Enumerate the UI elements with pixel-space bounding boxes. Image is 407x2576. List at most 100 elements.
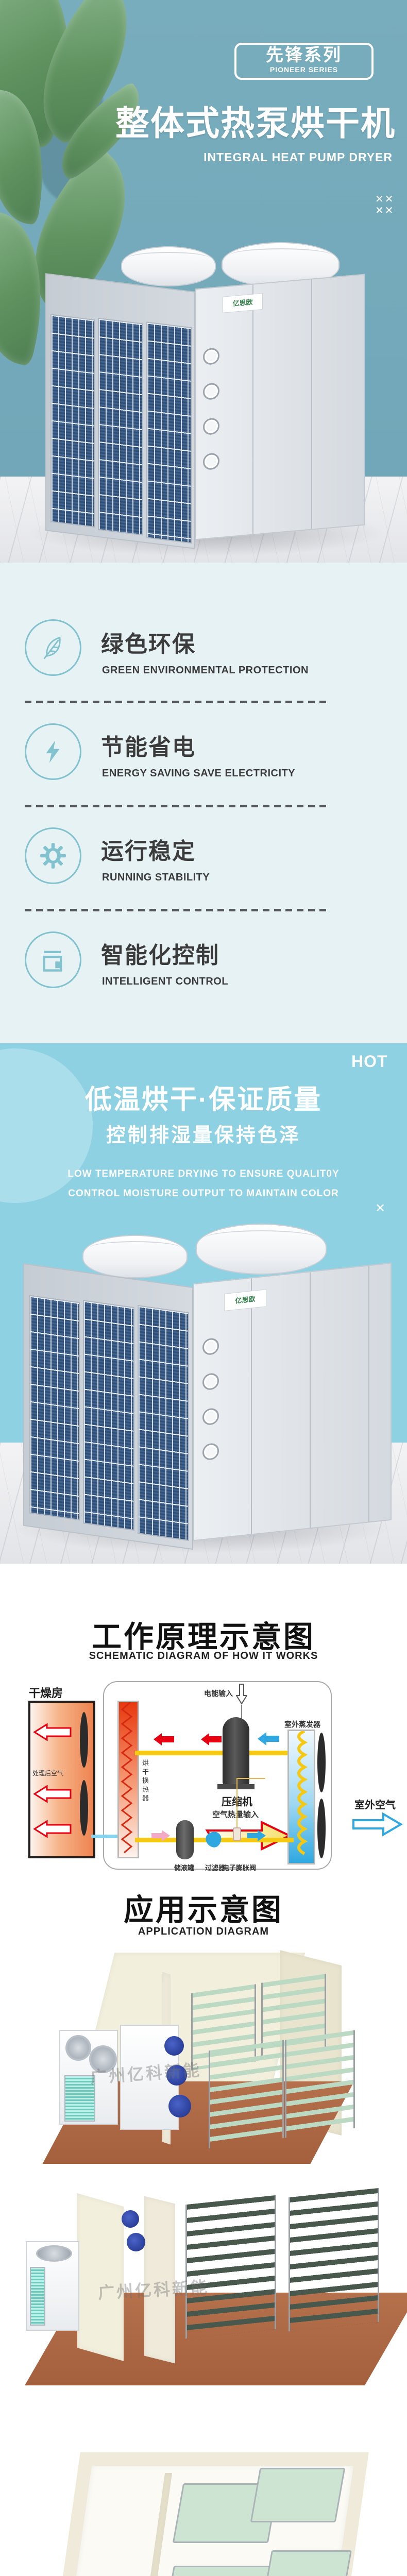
machine-coil-face: [23, 1263, 193, 1550]
feature-title: 绿色环保: [101, 632, 196, 657]
air-duct-box: [120, 2025, 191, 2130]
coil-grille: [50, 314, 95, 528]
application-render-side-room: 广州亿科新能: [21, 2188, 407, 2416]
blue-arrow-left-solid: [258, 1732, 279, 1745]
dry-room-label: 干燥房: [29, 1687, 63, 1700]
blue-arrow-right-outline: [352, 1812, 403, 1837]
pressure-gauge: [202, 1337, 219, 1356]
treated-air-label: 处理后空气: [32, 1770, 64, 1777]
coil-grille: [146, 321, 192, 544]
filter-label: 过滤器: [205, 1864, 226, 1872]
series-badge-title: 先锋系列: [266, 45, 342, 65]
principle-title: 工作原理示意图: [91, 1620, 315, 1654]
compressor-base: [217, 1784, 255, 1789]
coil-grille: [138, 1305, 189, 1541]
promo-title: 低温烘干·保证质量: [84, 1085, 323, 1115]
feature-subtitle: ENERGY SAVING SAVE ELECTRICITY: [102, 768, 296, 779]
room-left-wall: [77, 2193, 124, 2361]
air-heat-input-label: 空气热量输入: [212, 1810, 259, 1819]
application-render-topdown-room: [38, 2452, 369, 2576]
heat-pump-unit: [26, 2241, 79, 2331]
brand-logo-text: 亿思欧: [235, 1295, 256, 1305]
unit-fan-top: [36, 2245, 72, 2262]
page-subtitle: INTEGRAL HEAT PUMP DRYER: [204, 150, 393, 164]
feature-subtitle: RUNNING STABILITY: [102, 872, 210, 883]
principle-section: 工作原理示意图 SCHEMATIC DIAGRAM OF HOW IT WORK…: [0, 1564, 407, 1880]
capillary-line-h: [236, 1778, 265, 1779]
brand-logo-plate: 亿思欧: [223, 293, 263, 313]
duct-fan: [164, 2036, 184, 2056]
pressure-gauge: [202, 1407, 219, 1426]
product-photo-heat-pump-front: 亿思欧: [0, 242, 407, 563]
principle-diagram: 干燥房 处理后空气 烘干换热器 电能输入 压缩机 空气热量输入: [0, 1677, 407, 1880]
principle-subtitle: SCHEMATIC DIAGRAM OF HOW IT WORKS: [89, 1650, 318, 1662]
coil-grille: [83, 1300, 134, 1531]
tray-rack: [185, 2195, 276, 2339]
heat-exchanger-label: 烘干换热器: [141, 1759, 149, 1803]
power-input-label: 电能输入: [204, 1689, 233, 1698]
decor-x-marks: ✕✕ ✕✕: [375, 194, 395, 216]
dry-room-box: 处理后空气: [28, 1701, 95, 1858]
pressure-gauge: [202, 1442, 219, 1461]
machine-fan-cylinder: [82, 1235, 188, 1278]
machine-panel-face: 亿思欧: [193, 1262, 392, 1541]
brand-logo-text: 亿思欧: [232, 298, 253, 308]
receiver-label: 储液罐: [174, 1864, 195, 1872]
compressor-body: [223, 1717, 249, 1785]
pressure-gauge: [203, 417, 219, 436]
down-arrow: [236, 1684, 247, 1705]
promo-en-line2: CONTROL MOISTURE OUTPUT TO MAINTAIN COLO…: [68, 1188, 339, 1199]
tray-rack: [285, 2030, 355, 2138]
fan-blade: [80, 1712, 88, 1768]
brand-logo-plate: 亿思欧: [224, 1289, 266, 1311]
promo-section: 亿思欧: [0, 1043, 407, 1564]
hero-section: 先锋系列 PIONEER SERIES 整体式热泵烘干机 INTEGRAL HE…: [0, 0, 407, 563]
red-arrow-left: [33, 1723, 72, 1741]
blue-arrow-right-solid: [247, 1830, 266, 1841]
dashed-divider: [25, 805, 330, 807]
heat-pump-unit: [59, 2030, 118, 2125]
capillary-line: [236, 1778, 238, 1827]
tray-top: [161, 2566, 275, 2576]
unit-grille: [64, 2075, 95, 2122]
application-render-cutaway-room: 广州亿科新能: [42, 1950, 355, 2184]
product-photo-heat-pump-corner: 亿思欧: [0, 1213, 407, 1564]
power-wire: [241, 1705, 242, 1721]
fan-blade: [317, 1799, 326, 1858]
refrigerant-pipe-top: [135, 1751, 295, 1755]
feature-subtitle: INTELLIGENT CONTROL: [102, 976, 229, 987]
machine-panel-face: 亿思欧: [195, 274, 365, 540]
unit-fan: [65, 2035, 91, 2061]
application-section: 应用示意图 APPLICATION DIAGRAM 广州亿科新能: [0, 1880, 407, 2576]
duct-fan: [168, 2095, 191, 2117]
features-section: 绿色环保 GREEN ENVIRONMENTAL PROTECTION 节能省电…: [0, 563, 407, 1043]
duct-fan: [127, 2233, 145, 2251]
coil-grille: [98, 317, 143, 536]
feature-title: 节能省电: [101, 735, 196, 760]
pressure-gauge: [202, 1372, 219, 1391]
fan-blade: [80, 1780, 88, 1836]
tray-top: [250, 2468, 346, 2522]
drying-heat-exchanger: [117, 1701, 139, 1858]
dashed-divider: [25, 701, 330, 703]
tray-rack: [209, 2040, 284, 2149]
return-pipe: [91, 1835, 117, 1838]
dashed-divider: [25, 909, 330, 911]
outdoor-evaporator: [287, 1730, 315, 1865]
promo-subtitle: 控制排湿量保持色泽: [106, 1125, 301, 1146]
series-badge: 先锋系列 PIONEER SERIES: [234, 43, 374, 80]
coil-grille: [29, 1295, 80, 1521]
outdoor-evaporator-label: 室外蒸发器: [284, 1720, 320, 1728]
outdoor-air-label: 室外空气: [354, 1800, 396, 1811]
series-badge-subtitle: PIONEER SERIES: [269, 65, 338, 74]
expansion-valve: [233, 1827, 241, 1841]
machine-coil-face: [45, 273, 195, 549]
duct-fan: [122, 2210, 139, 2228]
tray-top: [259, 2550, 352, 2576]
machine-fan-cylinder: [121, 246, 216, 286]
application-title: 应用示意图: [123, 1893, 283, 1927]
unit-fan: [89, 2045, 117, 2073]
duct-fan: [166, 2065, 187, 2086]
unit-grille: [30, 2267, 45, 2326]
red-arrow-left-solid: [154, 1733, 174, 1745]
